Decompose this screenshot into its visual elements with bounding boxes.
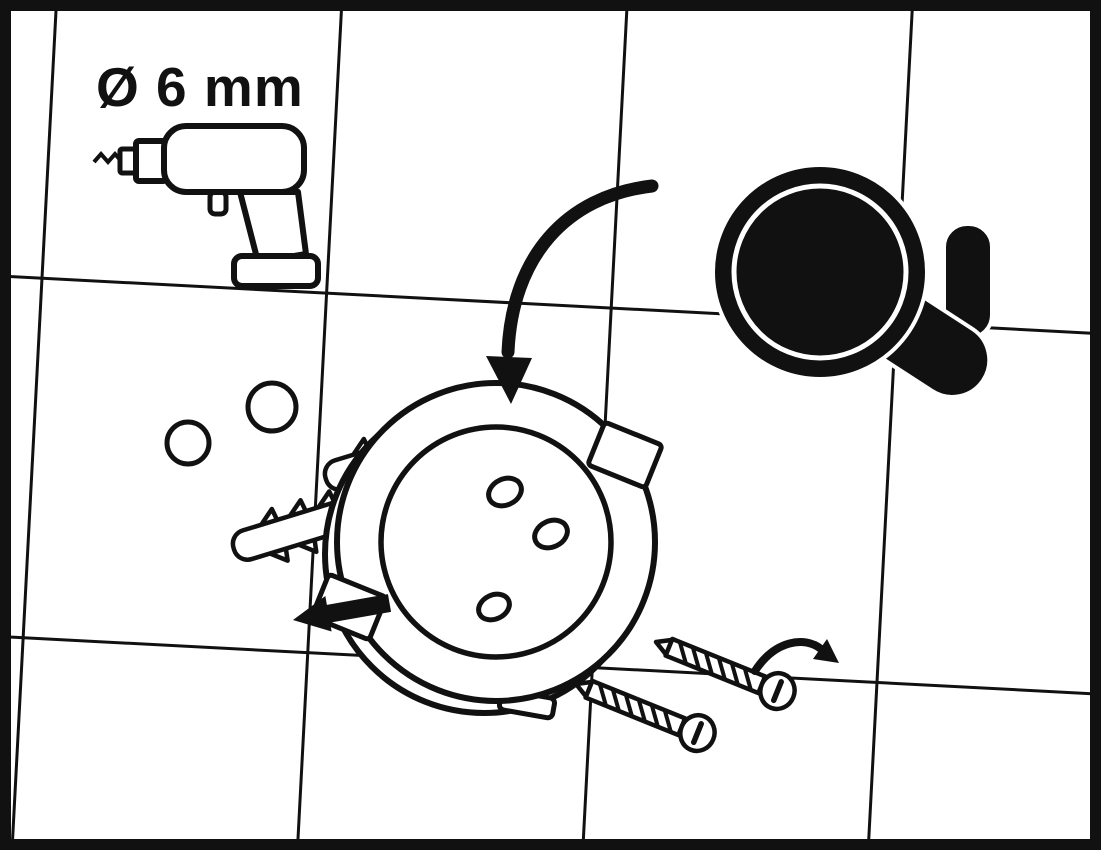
plate-screw-hole <box>476 591 512 623</box>
tile-grout-line <box>0 266 1101 344</box>
drill-diameter-label: Ø 6 mm <box>96 56 304 118</box>
plate-screw-hole <box>486 475 524 509</box>
left-insert-arrow-icon <box>293 594 392 632</box>
drill-body <box>161 123 307 195</box>
mounting-plate <box>310 380 664 721</box>
clockwise-screw-arrow-icon <box>751 638 839 675</box>
drilled-hole <box>245 380 299 434</box>
drilled-hole <box>164 419 212 467</box>
robe-hook <box>711 163 994 399</box>
tile-grout-line <box>3 0 68 850</box>
mounting-plate-inner-ring <box>378 424 614 660</box>
hook-flange <box>711 163 929 381</box>
tile-grout-line <box>287 0 352 850</box>
hook-flange-ring <box>731 183 909 361</box>
drill-icon <box>92 123 321 289</box>
drill-battery-base <box>231 253 321 289</box>
drill-trigger <box>207 189 229 217</box>
mounting-plate-notch <box>586 420 664 490</box>
plate-screw-hole <box>532 517 570 551</box>
curved-attach-arrow-icon <box>486 179 659 404</box>
